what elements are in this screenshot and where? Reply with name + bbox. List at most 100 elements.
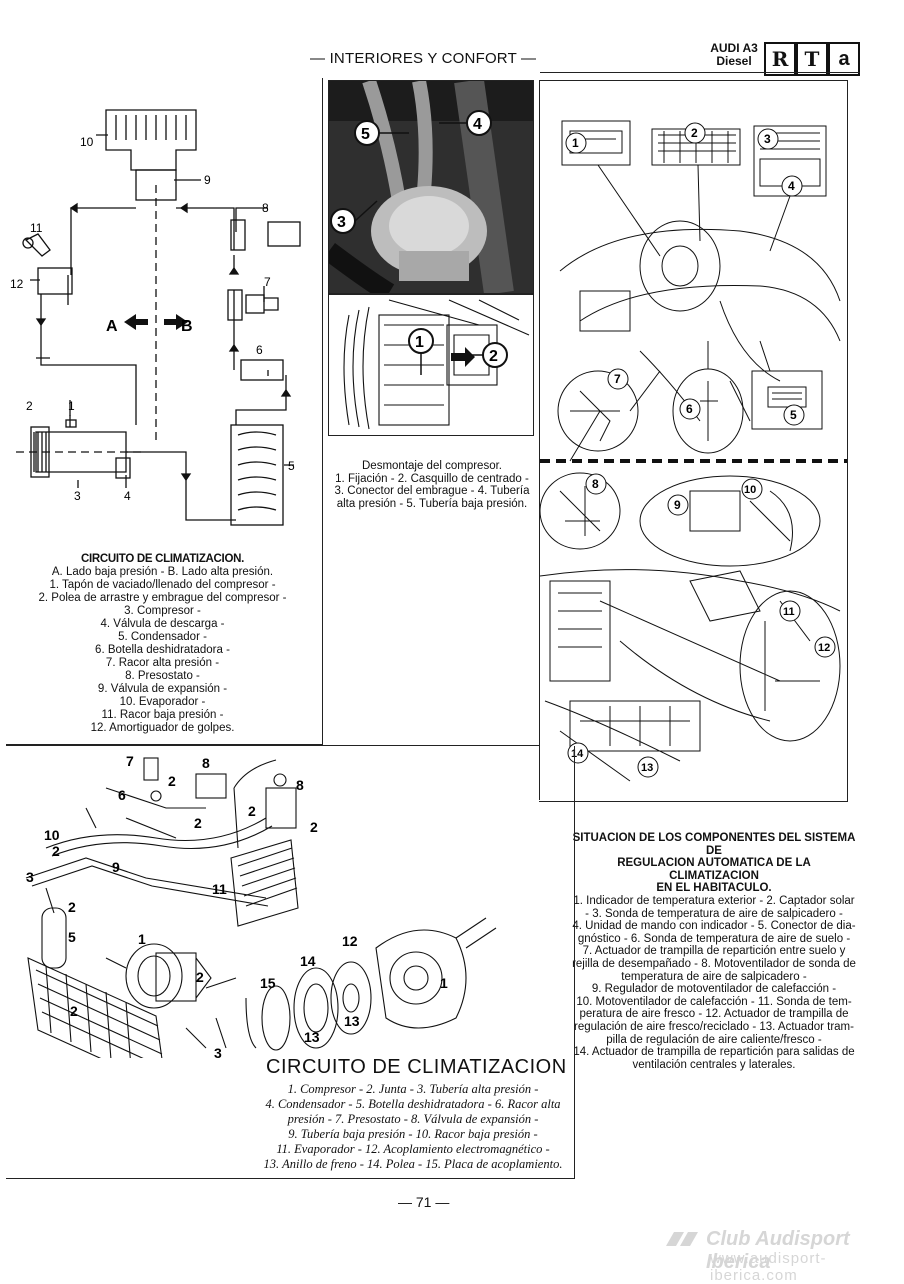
exploded-label-3: 3 — [214, 1045, 222, 1058]
exploded-label-1: 1 — [138, 931, 146, 947]
caption-line: 6. Botella deshidratadora - — [95, 644, 230, 656]
caption-line: 2. Polea de arrastre y embrague del comp… — [38, 592, 287, 604]
caption-line: presión - 7. Presostato - 8. Válvula de … — [287, 1112, 539, 1126]
caption-line: 9. Regulador de motoventilador de calefa… — [591, 983, 837, 996]
caption-line: peratura de aire fresco - 12. Actuador d… — [579, 1008, 849, 1021]
exploded-title: CIRCUITO DE CLIMATIZACION — [266, 1056, 567, 1078]
detail-label-1: 1 — [415, 334, 424, 351]
cabin-label-6: 6 — [686, 402, 693, 416]
caption-line: CIRCUITO DE CLIMATIZACION. — [81, 553, 244, 565]
compressor-caption: Desmontaje del compresor. 1. Fijación - … — [330, 460, 534, 510]
caption-line: 7. Actuador de trampilla de repartición … — [582, 945, 846, 958]
cabin-label-4: 4 — [788, 179, 795, 193]
circuit-label-7: 7 — [264, 275, 271, 289]
watermark-logo — [666, 1232, 698, 1246]
circuit-label-2: 2 — [26, 399, 33, 413]
caption-line: 11. Racor baja presión - — [101, 709, 224, 721]
exploded-label-7: 7 — [126, 753, 134, 769]
circuit-label-8: 8 — [262, 201, 269, 215]
caption-line: 1. Tapón de vaciado/llenado del compreso… — [49, 579, 276, 591]
section-title: — INTERIORES Y CONFORT — — [310, 50, 537, 67]
circuit-caption: CIRCUITO DE CLIMATIZACION. A. Lado baja … — [20, 553, 305, 735]
caption-line: 12. Amortiguador de golpes. — [90, 722, 235, 734]
circuit-label-4: 4 — [124, 489, 131, 503]
exploded-label-14: 14 — [300, 953, 316, 969]
caption-line: REGULACION AUTOMATICA DE LA CLIMATIZACIO… — [617, 857, 811, 882]
caption-line: 11. Evaporador - 12. Acoplamiento electr… — [276, 1142, 550, 1156]
exploded-label-15: 15 — [260, 975, 276, 991]
circuit-label-a: A — [106, 318, 118, 335]
page-number: — 71 — — [398, 1194, 450, 1210]
caption-line: 10. Evaporador - — [119, 696, 206, 708]
caption-line: 9. Válvula de expansión - — [97, 683, 228, 695]
column-divider — [539, 80, 540, 800]
caption-line: 9. Tubería baja presión - 10. Racor baja… — [288, 1127, 538, 1141]
cabin-label-11: 11 — [783, 606, 795, 618]
model-name: AUDI A3 — [710, 41, 758, 55]
brand-letter-a: a — [828, 42, 860, 76]
exploded-caption: 1. Compresor - 2. Junta - 3. Tubería alt… — [254, 1082, 572, 1172]
exploded-label-13: 13 — [344, 1013, 360, 1029]
caption-line: EN EL HABITACULO. — [656, 882, 772, 895]
caption-line: 10. Motoventilador de calefacción - 11. … — [576, 995, 852, 1008]
caption-line: 4. Condensador - 5. Botella deshidratado… — [265, 1097, 561, 1111]
caption-line: temperatura de aire de salpicadero - — [621, 970, 807, 983]
caption-line: alta presión - 5. Tubería baja presión. — [336, 497, 528, 510]
exploded-label-2: 2 — [194, 815, 202, 831]
circuit-schematic-diagram: 10 9 8 11 12 7 A B 6 2 1 3 4 5 — [10, 109, 301, 526]
panel-cabin-components — [539, 80, 848, 802]
brand-letter-t: T — [796, 42, 828, 76]
exploded-label-1: 1 — [440, 975, 448, 991]
exploded-label-12: 12 — [342, 933, 358, 949]
circuit-label-6: 6 — [256, 343, 263, 357]
caption-line: 14. Actuador de trampilla de repartición… — [573, 1046, 855, 1059]
circuit-label-5: 5 — [288, 459, 295, 473]
cabin-components-drawing: 1 2 3 4 7 6 5 8 9 10 11 12 14 13 — [540, 120, 847, 782]
photo-label-5: 5 — [361, 126, 370, 143]
photo-label-4: 4 — [473, 116, 482, 133]
cabin-label-7: 7 — [614, 372, 621, 386]
circuit-label-1: 1 — [68, 399, 75, 413]
caption-line: 1. Indicador de temperatura exterior - 2… — [573, 894, 855, 907]
panel-exploded-circuit — [6, 746, 575, 1179]
cabin-label-10: 10 — [744, 484, 756, 496]
section-divider — [6, 745, 539, 746]
exploded-label-8: 8 — [296, 777, 304, 793]
caption-line: 8. Presostato - — [125, 670, 200, 682]
caption-line: 1. Compresor - 2. Junta - 3. Tubería alt… — [287, 1082, 539, 1096]
exploded-label-2: 2 — [310, 819, 318, 835]
exploded-label-2: 2 — [70, 1003, 78, 1019]
cabin-label-3: 3 — [764, 132, 771, 146]
cabin-label-13: 13 — [641, 762, 653, 774]
compressor-photo: 5 4 3 — [329, 81, 533, 293]
caption-line: regulación de aire fresco/reciclado - 13… — [574, 1020, 854, 1033]
exploded-label-10: 10 — [44, 827, 60, 843]
circuit-label-9: 9 — [204, 173, 211, 187]
caption-line: A. Lado baja presión - B. Lado alta pres… — [51, 566, 274, 578]
engine-type: Diesel — [716, 54, 752, 68]
caption-line: 7. Racor alta presión - — [105, 657, 220, 669]
cabin-label-8: 8 — [592, 477, 599, 491]
cabin-label-5: 5 — [790, 408, 797, 422]
caption-line: 3. Compresor - — [124, 605, 201, 617]
caption-line: Desmontaje del compresor. — [362, 460, 502, 472]
exploded-label-13: 13 — [304, 1029, 320, 1045]
exploded-label-2: 2 — [196, 969, 204, 985]
caption-line: 1. Fijación - 2. Casquillo de centrado - — [335, 472, 529, 485]
model-label: AUDI A3 Diesel — [706, 42, 762, 68]
caption-line: 3. Conector del embrague - 4. Tubería — [334, 485, 530, 497]
caption-line: ventilación centrales y laterales. — [632, 1058, 796, 1071]
exploded-label-9: 9 — [112, 859, 120, 875]
header-rule — [540, 72, 860, 73]
cabin-label-9: 9 — [674, 498, 681, 512]
panel-circuit-schematic — [6, 78, 323, 745]
caption-line: 4. Válvula de descarga - — [100, 618, 225, 630]
caption-line: 4. Unidad de mando con indicador - 5. Co… — [572, 920, 856, 933]
circuit-label-10: 10 — [80, 135, 94, 149]
cabin-label-1: 1 — [572, 136, 579, 150]
exploded-label-2: 2 — [248, 803, 256, 819]
detail-label-2: 2 — [489, 348, 498, 365]
compressor-detail-drawing: 1 2 — [343, 299, 530, 430]
cabin-label-12: 12 — [818, 642, 830, 654]
cabin-caption: SITUACION DE LOS COMPONENTES DEL SISTEMA… — [572, 832, 856, 1071]
